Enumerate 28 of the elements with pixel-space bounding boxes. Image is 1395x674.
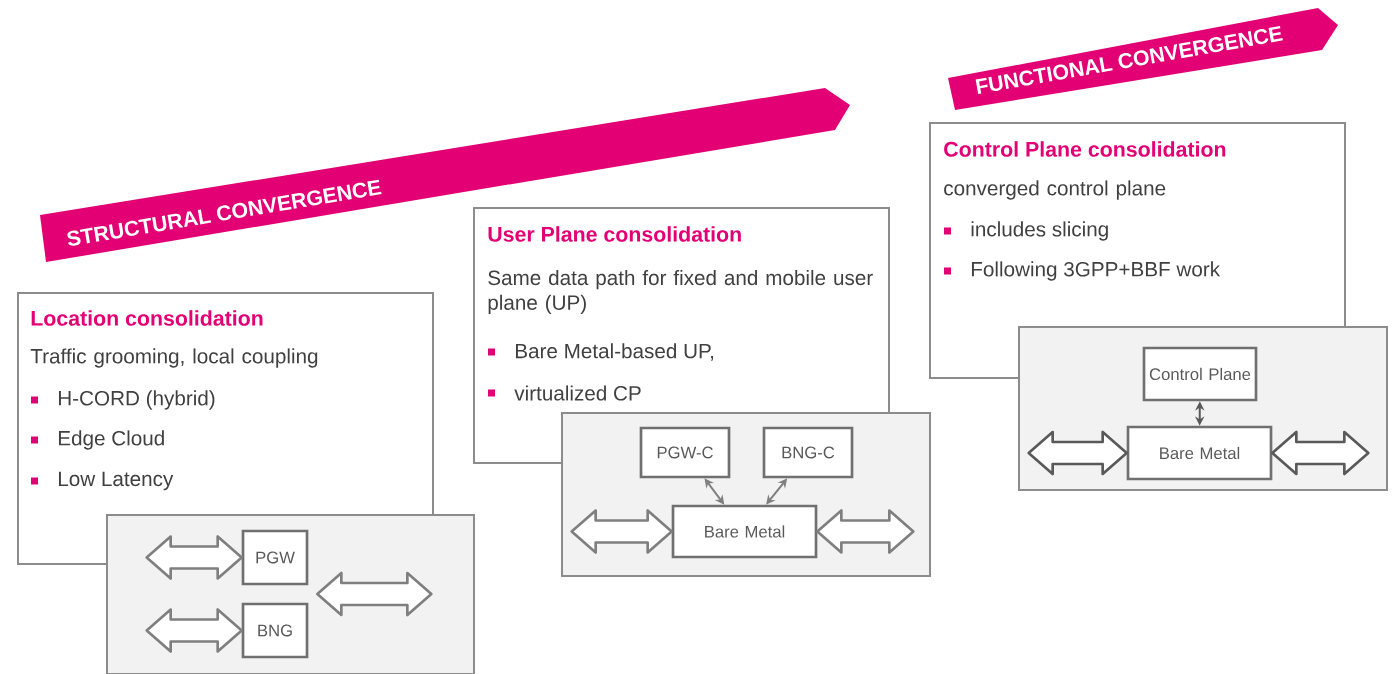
bullet-item: Bare Metal-based UP, <box>488 343 714 361</box>
arrow <box>704 478 725 505</box>
bullet-item: Low Latency <box>31 471 174 491</box>
double-arrow <box>1027 430 1128 476</box>
body-text: Traffic grooming, local coupling <box>30 348 318 368</box>
double-arrow <box>1271 430 1370 476</box>
bullet-item: Following 3GPP+BBF work <box>944 261 1221 281</box>
double-arrow <box>145 608 243 653</box>
body-text: Same data path for fixed and mobile user plane (UP) <box>488 269 873 315</box>
component-box: Bare Metal <box>671 504 818 559</box>
component-box: BNG <box>241 602 309 659</box>
bullet-item: H-CORD (hybrid) <box>31 390 215 410</box>
component-box: Control Plane <box>1142 346 1258 402</box>
bullet-item: virtualized CP <box>488 385 641 401</box>
double-arrow <box>316 571 433 617</box>
body-text: converged control plane <box>944 180 1166 200</box>
component-box: PGW <box>241 529 309 586</box>
heading: Control Plane consolidation <box>944 141 1226 157</box>
bullet-item: Edge Cloud <box>31 430 164 450</box>
double-arrow <box>570 509 673 554</box>
double-arrow <box>816 509 915 554</box>
heading: Location consolidation <box>31 310 263 326</box>
component-box: PGW-C <box>639 426 731 479</box>
component-box: Bare Metal <box>1126 425 1273 481</box>
heading: User Plane consolidation <box>488 226 741 242</box>
double-arrow <box>145 535 243 580</box>
component-box: BNG-C <box>762 426 854 479</box>
bullet-item: includes slicing <box>944 221 1108 241</box>
